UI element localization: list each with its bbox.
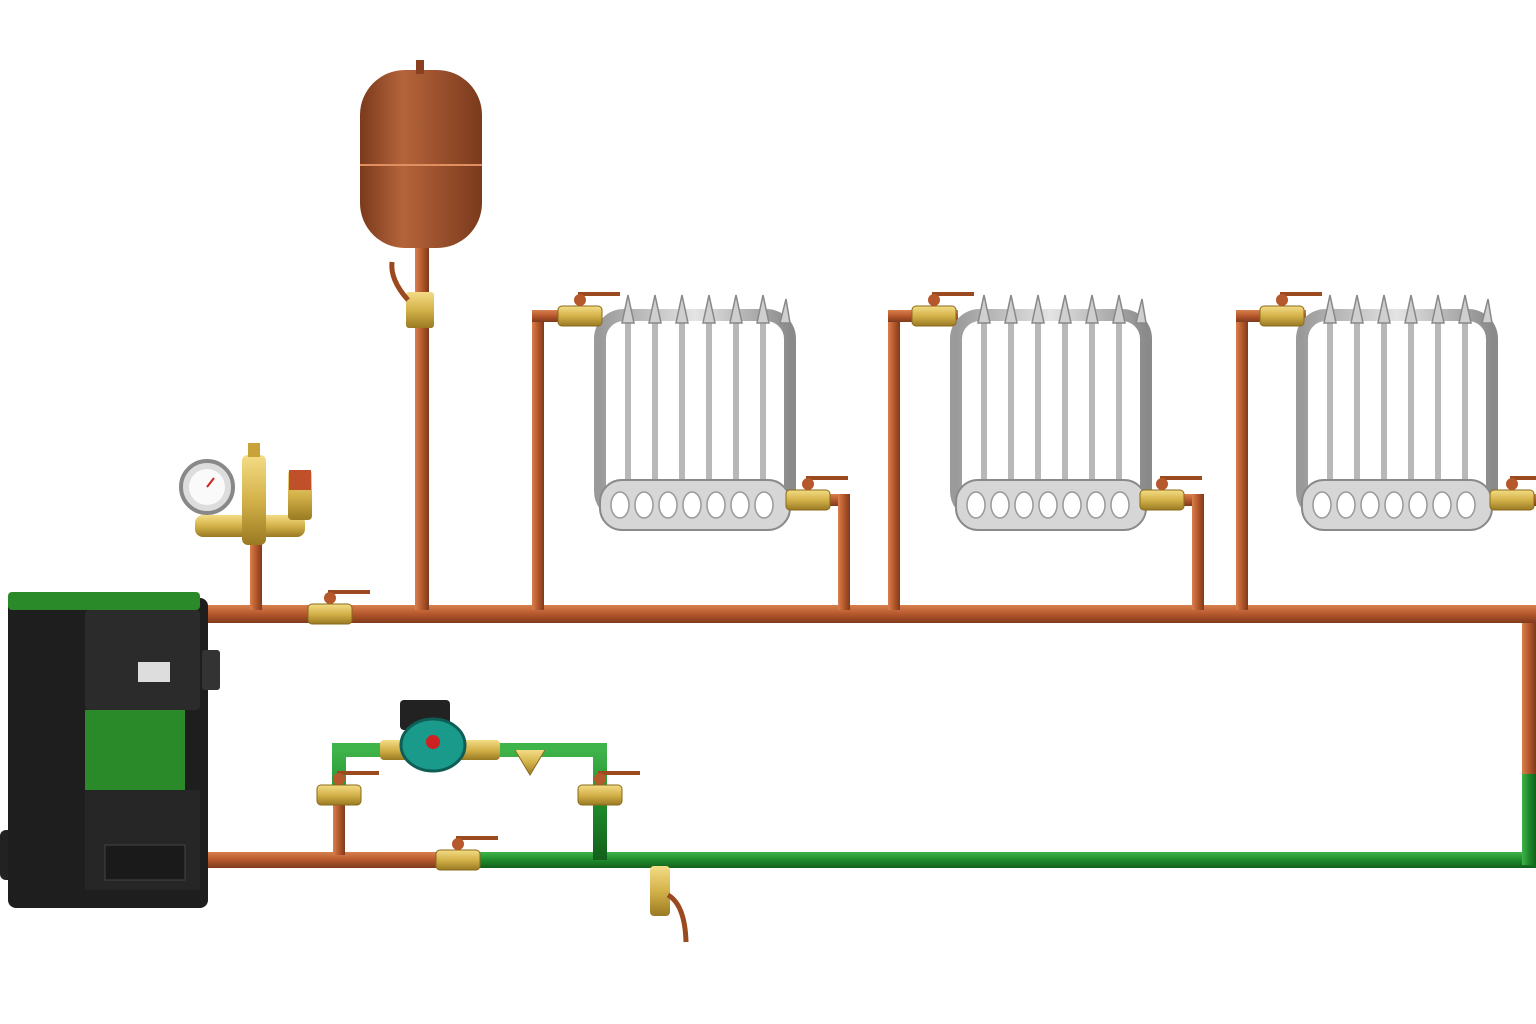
drain-valve[interactable] xyxy=(650,866,689,943)
circulation-pump xyxy=(399,700,467,773)
pump-bypass xyxy=(315,700,642,860)
expansion-tank xyxy=(360,60,482,610)
supply-pipe xyxy=(195,605,1536,623)
radiator-3 xyxy=(1236,294,1536,610)
radiator-1 xyxy=(532,294,850,610)
safety-group xyxy=(179,443,312,610)
right-riser-green xyxy=(1522,770,1536,865)
return-pipe-copper xyxy=(205,852,485,868)
boiler xyxy=(0,592,220,908)
return-pipe-green xyxy=(480,852,1536,868)
right-riser-copper xyxy=(1522,614,1536,774)
radiator-2 xyxy=(888,294,1204,610)
